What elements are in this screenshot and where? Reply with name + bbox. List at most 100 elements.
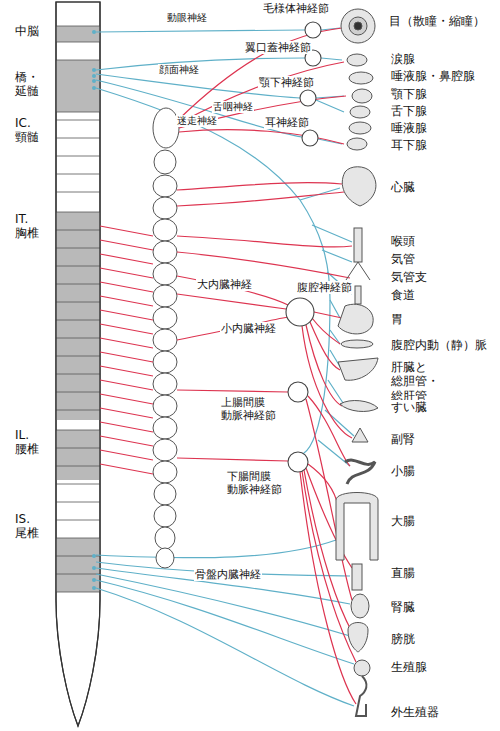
ganglion-circles-part: [286, 298, 314, 326]
sympathetic-nerves-part: [177, 192, 344, 206]
label: 外生殖器: [390, 705, 440, 719]
parasympathetic-nerves-part: [96, 588, 354, 706]
parasympathetic-origins-part: [92, 586, 96, 590]
label: 目（散瞳・縮瞳）: [388, 14, 486, 28]
organ-drawings-part: [338, 304, 373, 334]
organ-drawings-part: [340, 401, 378, 412]
parasympathetic-nerves-part: [96, 580, 354, 664]
organ-drawings-part: [352, 564, 362, 590]
parasympathetic-nerves-part: [96, 28, 340, 32]
sympathetic-chain-part: [154, 505, 176, 527]
sympathetic-nerves-part: [178, 28, 342, 120]
spinal-cord-part: [57, 212, 100, 420]
sympathetic-nerves-part: [177, 317, 288, 340]
organ-drawings-part: [354, 660, 370, 676]
sympathetic-chain-part: [153, 417, 177, 439]
label: IL. 腰椎: [14, 428, 40, 457]
ganglion-circles-part: [300, 90, 316, 106]
organ-drawings-part: [352, 428, 368, 442]
label: 舌咽神経: [212, 101, 254, 113]
parasympathetic-origins-part: [92, 86, 96, 90]
label: IC. 頸髄: [14, 116, 40, 145]
ganglion-circles-part: [305, 22, 321, 38]
spinal-cord-part: [56, 2, 100, 726]
sympathetic-chain-part: [153, 373, 177, 395]
sympathetic-chain-part: [153, 439, 177, 461]
sympathetic-chain-part: [153, 395, 177, 417]
sympathetic-chain-part: [155, 527, 175, 549]
sympathetic-chain-part: [153, 307, 177, 329]
label: 気管: [390, 252, 416, 266]
sympathetic-nerves-part: [177, 458, 288, 461]
label: すい臓: [390, 400, 428, 414]
sympathetic-nerves-part: [177, 183, 342, 190]
sympathetic-nerves: [100, 28, 356, 704]
parasympathetic-origins-part: [92, 74, 96, 78]
label: IT. 胸椎: [14, 212, 40, 241]
organ-drawings-part: [347, 138, 367, 150]
sympathetic-chain-part: [154, 483, 176, 505]
label: 直腸: [390, 566, 416, 580]
organ-drawings-part: [352, 89, 372, 103]
organ-drawings-part: [346, 262, 370, 280]
sympathetic-nerves-part: [177, 294, 286, 309]
label: IS. 尾椎: [14, 512, 40, 541]
sympathetic-chain-part: [153, 461, 177, 483]
label: 下腸間膜 動脈神経節: [226, 470, 283, 496]
organ-drawings-part: [348, 623, 368, 653]
label: 副腎: [390, 432, 416, 446]
label: 動眼神経: [166, 12, 208, 24]
label: 顎下腺: [390, 87, 428, 101]
parasympathetic-origins-part: [92, 30, 96, 34]
sympathetic-nerves-part: [179, 130, 344, 144]
label: 小内臓神経: [220, 322, 277, 335]
spinal-cord-part: [57, 60, 100, 112]
organ-drawings-part: [341, 9, 375, 43]
sympathetic-chain-part: [153, 329, 177, 351]
sympathetic-nerves-part: [177, 390, 288, 392]
parasympathetic-origins-part: [92, 79, 96, 83]
organ-drawings-part: [345, 460, 375, 484]
organ-drawings-part: [351, 594, 369, 618]
sympathetic-chain-part: [153, 285, 177, 307]
organ-drawings-part: [341, 340, 373, 348]
parasympathetic-origins-part: [92, 578, 96, 582]
sympathetic-chain-part: [153, 108, 179, 148]
label: 腹腔内動（静）脈: [390, 338, 488, 352]
organ-drawings-part: [347, 54, 367, 66]
organ-drawings: [336, 9, 378, 716]
label: 大内臓神経: [196, 278, 253, 291]
sympathetic-nerves-part: [177, 252, 350, 278]
organ-drawings-part: [342, 167, 376, 206]
sympathetic-chain-part: [153, 241, 177, 263]
organ-drawings-part: [349, 72, 373, 84]
label: 心臓: [390, 180, 416, 194]
parasympathetic-nerves-part: [96, 540, 336, 558]
sympathetic-chain-part: [153, 351, 177, 373]
sympathetic-chain-part: [154, 150, 176, 174]
sympathetic-chain: [153, 108, 179, 568]
organ-drawings-part: [349, 122, 371, 134]
label: 上腸間膜 動脈神経節: [220, 396, 277, 422]
label: 骨盤内臓神経: [194, 568, 262, 581]
parasympathetic-origins: [92, 30, 96, 590]
label: 食道: [390, 288, 416, 302]
parasympathetic-origins-part: [92, 554, 96, 558]
sympathetic-chain-part: [153, 219, 177, 241]
label: 翼口蓋神経節: [244, 41, 312, 54]
organ-drawings-part: [356, 676, 366, 716]
spinal-cord-part: [57, 538, 100, 592]
organ-drawings-part: [350, 106, 370, 118]
spinal-cord-part: [57, 430, 100, 480]
parasympathetic-origins-part: [92, 68, 96, 72]
label: 肝臓と 総胆管・総肝管: [390, 360, 440, 403]
parasympathetic-origins-part: [92, 566, 96, 570]
sympathetic-chain-part: [153, 197, 177, 219]
label: 生殖腺: [390, 660, 428, 674]
spinal-cord: [56, 2, 100, 726]
label: 喉頭: [390, 234, 416, 248]
label: 顔面神経: [158, 64, 200, 76]
ganglion-circles: [286, 22, 321, 472]
parasympathetic-nerves-part: [96, 574, 350, 636]
ganglion-circles-part: [288, 382, 308, 402]
